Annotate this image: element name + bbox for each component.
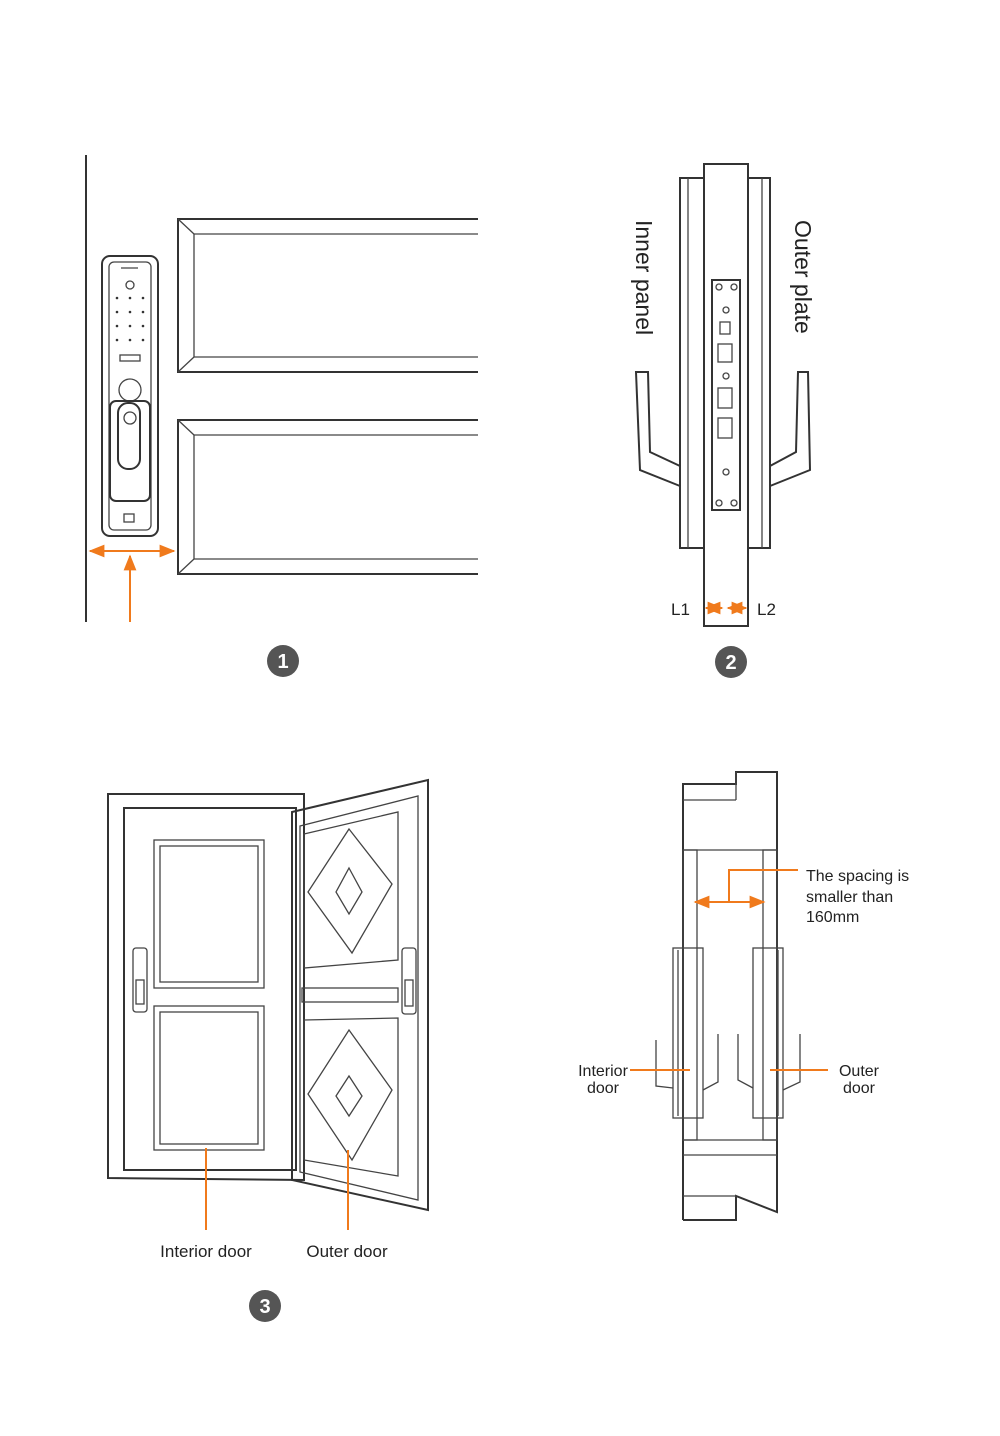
outer-handle xyxy=(737,1034,754,1089)
inner-panel xyxy=(679,177,705,549)
outer-plate-label: Outer plate xyxy=(790,220,816,334)
fingerprint-icon xyxy=(123,411,137,425)
outer-label-line-1: Outer xyxy=(839,1063,880,1080)
wall-section xyxy=(682,771,778,1221)
spacing-note-line-2: smaller than xyxy=(806,889,893,906)
step-badge-3-number: 3 xyxy=(259,1296,270,1318)
outer-door-label: Outer door xyxy=(306,1242,388,1261)
smart-lock-illustration xyxy=(101,255,159,537)
outer-handle xyxy=(769,371,812,487)
outer-plate xyxy=(747,177,771,549)
step-badge-2: 2 xyxy=(715,646,747,678)
outer-label-line-2: door xyxy=(843,1080,876,1097)
outer-door-handle xyxy=(401,947,417,1015)
mortise-plate xyxy=(711,279,741,511)
inner-panel-label: Inner panel xyxy=(631,220,657,335)
keypad-dots xyxy=(115,296,145,342)
spacing-note-line-1: The spacing is xyxy=(806,868,909,885)
interior-handle xyxy=(655,1040,674,1089)
step-badge-1: 1 xyxy=(267,645,299,677)
outer-door-leaf xyxy=(762,849,778,1141)
interior-door-label: Interior door xyxy=(160,1242,252,1261)
step-badge-3: 3 xyxy=(249,1290,281,1322)
door-panels xyxy=(177,218,478,575)
step-badge-2-number: 2 xyxy=(725,652,736,674)
figure-3-double-door: Interior door Outer door xyxy=(107,778,429,1261)
figure-4-spacing-section: The spacing is smaller than 160mm Interi… xyxy=(578,771,909,1221)
interior-door-handle xyxy=(132,947,148,1013)
interior-door xyxy=(123,807,297,1171)
interior-label-line-1: Interior xyxy=(578,1063,628,1080)
l2-label: L2 xyxy=(757,600,776,619)
step-badge-1-number: 1 xyxy=(277,651,288,673)
outer-door xyxy=(291,778,429,1212)
lock-handle xyxy=(109,400,151,502)
figure-2-side-view: Inner panel Outer plate L1 L2 xyxy=(631,163,816,627)
spacing-note-line-3: 160mm xyxy=(806,909,859,926)
inner-handle xyxy=(634,371,681,487)
figure-1-lock-placement xyxy=(85,155,478,622)
interior-door-leaf xyxy=(682,849,698,1141)
spacing-leader xyxy=(728,869,798,902)
camera-icon xyxy=(118,378,142,402)
door-thickness xyxy=(703,163,749,627)
interior-label-line-2: door xyxy=(587,1080,620,1097)
l1-label: L1 xyxy=(671,600,690,619)
